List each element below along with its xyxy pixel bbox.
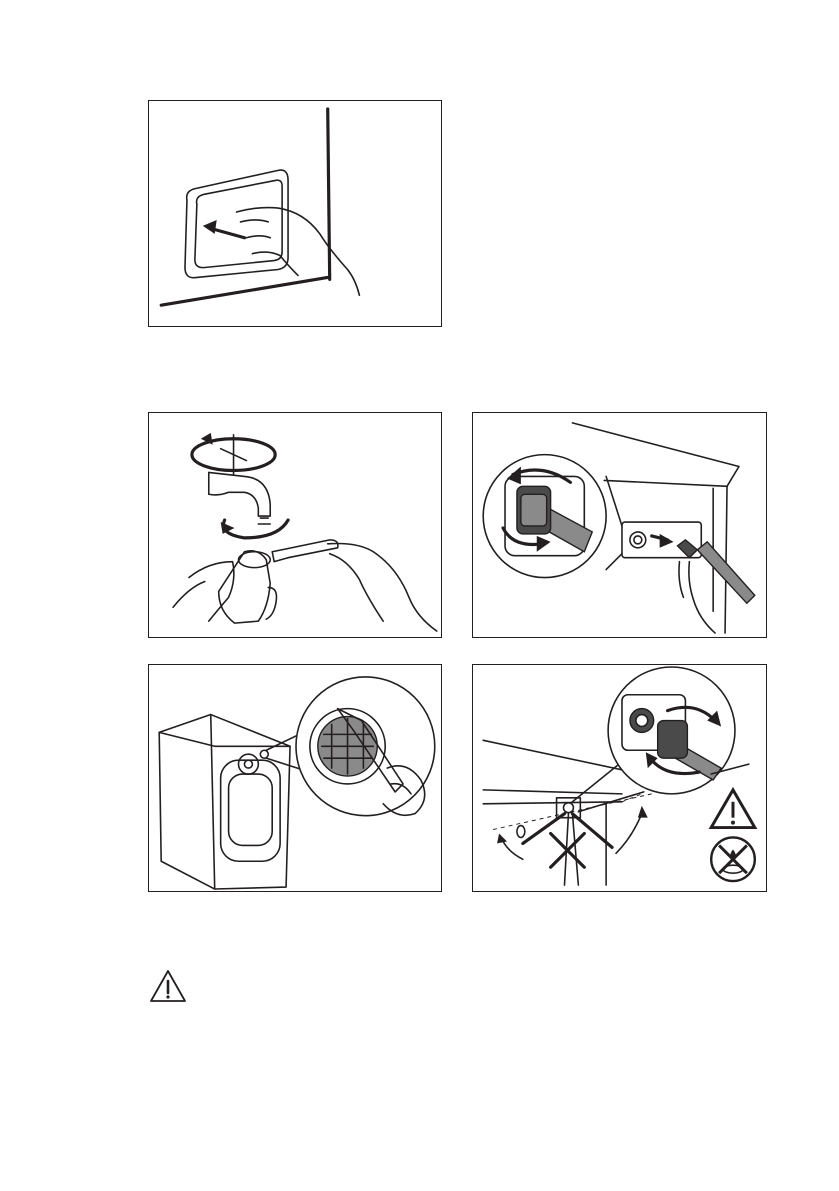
tap-brush-icon [149,413,441,637]
figure-clean-tap [148,412,442,638]
inlet-hose-unscrew-icon [473,413,766,637]
figure-pull-out-drawer [148,100,442,327]
valve-filter-brush-icon [149,665,441,891]
figure-unscrew-inlet-hose [472,412,767,638]
inlet-hose-reconnect-icon [473,665,766,891]
figure-clean-valve-filter [148,664,442,892]
warning-triangle-icon [148,968,188,1004]
figure-reconnect-inlet-hose [472,664,767,892]
hand-pull-drawer-icon [149,101,441,326]
